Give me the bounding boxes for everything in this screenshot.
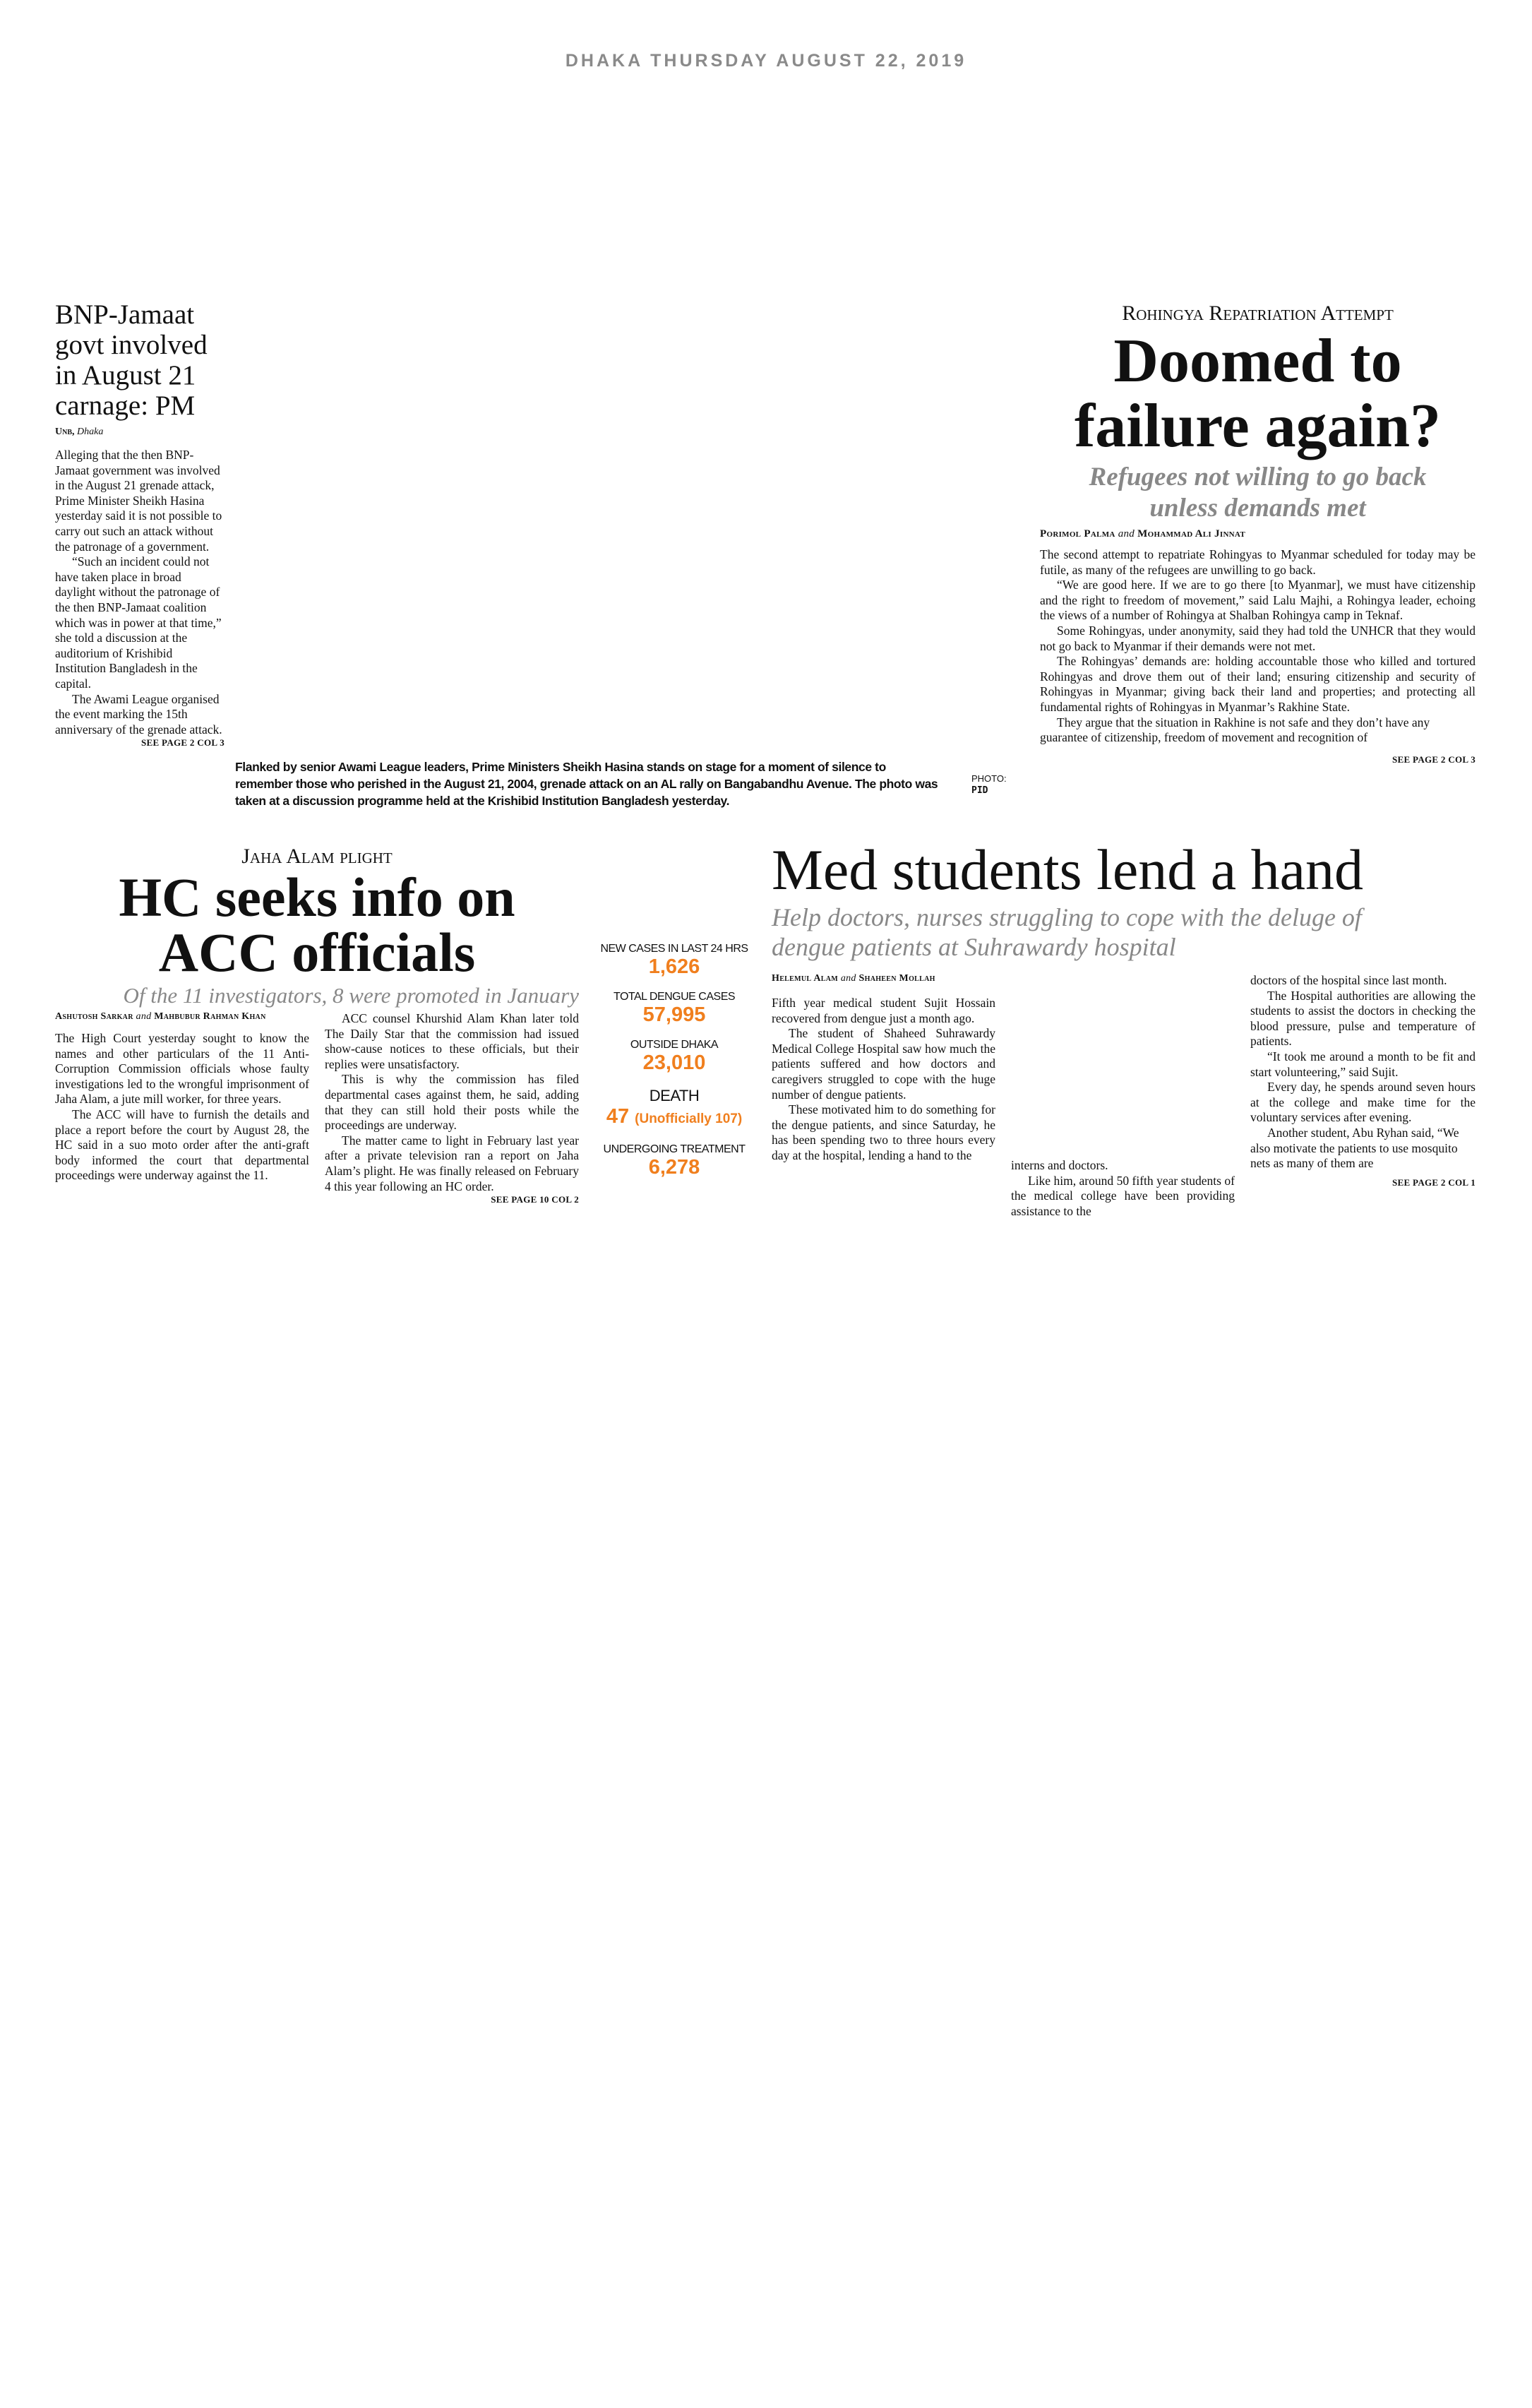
byline-author: Helemul Alam [772, 973, 838, 984]
byline-author: Ashutosh Sarkar [55, 1011, 133, 1022]
see-page-link[interactable]: SEE PAGE 2 COL 3 [1392, 753, 1476, 765]
byline-and: and [840, 973, 856, 984]
headline-line: ACC officials [158, 922, 476, 983]
see-page-link[interactable]: SEE PAGE 10 COL 2 [491, 1194, 579, 1205]
byline-author: Mohammad Ali Jinnat [1137, 528, 1245, 540]
dateline: DHAKA THURSDAY AUGUST 22, 2019 [565, 51, 967, 71]
paragraph: The High Court yesterday sought to know … [55, 1031, 309, 1107]
bnp-headline: BNP-Jamaat govt involved in August 21 ca… [55, 299, 208, 421]
rohingya-byline: Porimol Palma and Mohammad Ali Jinnat [1040, 528, 1476, 540]
stat-label: UNDERGOING TREATMENT [603, 1143, 746, 1155]
byline-and: and [136, 1011, 152, 1022]
paragraph: The second attempt to repatriate Rohingy… [1040, 547, 1476, 577]
paragraph: Some Rohingyas, under anonymity, said th… [1040, 623, 1476, 653]
stat-outside-dhaka: OUTSIDE DHAKA 23,010 [597, 1039, 752, 1074]
rohingya-headline: Doomed to failure again? [1040, 329, 1476, 459]
headline-line: Doomed to [1113, 327, 1402, 395]
paragraph: “We are good here. If we are to go there… [1040, 578, 1476, 623]
paragraph: The matter came to light in February las… [325, 1133, 579, 1193]
paragraph: The Hospital authorities are allowing th… [1250, 988, 1476, 1049]
stat-value-row: 47 (Unofficially 107) [597, 1105, 752, 1131]
stat-value: 47 [606, 1105, 630, 1128]
stat-death: DEATH 47 (Unofficially 107) [597, 1087, 752, 1131]
hc-body-2: ACC counsel Khurshid Alam Khan later tol… [325, 1011, 579, 1194]
photo-caption: Flanked by senior Awami League leaders, … [235, 760, 938, 808]
stat-total-cases: TOTAL DENGUE CASES 57,995 [597, 991, 752, 1026]
med-body-2: interns and doctors. Like him, around 50… [1011, 1158, 1235, 1219]
byline-agency: Unb, [55, 427, 75, 437]
headline-line: HC seeks info on [119, 866, 515, 928]
hc-body-1: The High Court yesterday sought to know … [55, 1031, 309, 1184]
stat-label: NEW CASES IN LAST 24 HRS [600, 943, 748, 955]
stat-label: TOTAL DENGUE CASES [613, 991, 736, 1003]
hc-kicker: Jaha Alam plight [241, 845, 393, 868]
byline-place: Dhaka [77, 427, 104, 437]
stat-value: 57,995 [642, 1003, 706, 1026]
see-page-link[interactable]: SEE PAGE 2 COL 1 [1392, 1176, 1476, 1188]
paragraph: interns and doctors. [1011, 1158, 1108, 1172]
paragraph: The Awami League organised the event mar… [55, 691, 222, 737]
paragraph: This is why the commission has filed dep… [325, 1072, 579, 1133]
photo-credit: PHOTO: PID [971, 773, 1007, 797]
hc-story: Jaha Alam plight HC seeks info on ACC of… [55, 845, 579, 1205]
bnp-byline: Unb, Dhaka [55, 427, 225, 438]
med-story: Med students lend a hand Help doctors, n… [772, 838, 1476, 1219]
paragraph: Another student, Abu Ryhan said, “We als… [1250, 1125, 1459, 1171]
see-page-link[interactable]: SEE PAGE 2 COL 3 [141, 737, 225, 749]
paragraph: These motivated him to do something for … [772, 1102, 995, 1162]
med-column-2: interns and doctors. Like him, around 50… [1011, 973, 1235, 1219]
stat-new-cases: NEW CASES IN LAST 24 HRS 1,626 [597, 943, 752, 978]
paragraph: Like him, around 50 fifth year students … [1011, 1173, 1235, 1218]
paragraph: The student of Shaheed Suhrawardy Medica… [772, 1026, 995, 1102]
paragraph: Alleging that the then BNP-Jamaat govern… [55, 448, 222, 554]
hc-headline: HC seeks info on ACC officials [55, 870, 579, 980]
hc-column-2: ACC counsel Khurshid Alam Khan later tol… [325, 1011, 579, 1205]
paragraph: Every day, he spends around seven hours … [1250, 1080, 1476, 1125]
stat-label: DEATH [649, 1087, 700, 1104]
paragraph: The Rohingyas’ demands are: holding acco… [1040, 654, 1476, 714]
med-headline: Med students lend a hand [772, 838, 1364, 902]
stat-undergoing-treatment: UNDERGOING TREATMENT 6,278 [597, 1143, 752, 1179]
headline-line: failure again? [1074, 392, 1442, 460]
bnp-story: BNP-Jamaat govt involved in August 21 ca… [55, 299, 225, 749]
med-column-3: doctors of the hospital since last month… [1250, 973, 1476, 1219]
hc-byline: Ashutosh Sarkar and Mahbubur Rahman Khan [55, 1011, 309, 1023]
paragraph: The ACC will have to furnish the details… [55, 1107, 309, 1183]
med-column-1: Helemul Alam and Shaheen Mollah Fifth ye… [772, 973, 995, 1219]
rohingya-kicker: Rohingya Repatriation Attempt [1122, 302, 1394, 325]
dengue-stats-box: NEW CASES IN LAST 24 HRS 1,626 TOTAL DEN… [597, 943, 752, 1191]
bnp-body: Alleging that the then BNP-Jamaat govern… [55, 448, 225, 737]
med-body-1: Fifth year medical student Sujit Hossain… [772, 996, 995, 1164]
stat-label: OUTSIDE DHAKA [630, 1039, 719, 1051]
stat-value: 6,278 [648, 1156, 700, 1179]
med-deck: Help doctors, nurses struggling to cope … [772, 903, 1362, 961]
stat-value: 1,626 [648, 955, 700, 978]
byline-author: Mahbubur Rahman Khan [154, 1011, 266, 1022]
photo-credit-source: PID [971, 785, 988, 796]
paragraph: They argue that the situation in Rakhine… [1040, 715, 1430, 745]
paragraph: doctors of the hospital since last month… [1250, 973, 1447, 987]
hc-deck: Of the 11 investigators, 8 were promoted… [123, 983, 579, 1008]
rohingya-body: The second attempt to repatriate Rohingy… [1040, 547, 1476, 746]
byline-author: Porimol Palma [1040, 528, 1115, 540]
paragraph: ACC counsel Khurshid Alam Khan later tol… [325, 1011, 579, 1071]
byline-author: Shaheen Mollah [858, 973, 935, 984]
stat-value: 23,010 [642, 1051, 706, 1074]
byline-and: and [1118, 528, 1135, 540]
rohingya-deck: Refugees not willing to go back unless d… [1089, 463, 1427, 523]
photo-credit-label: PHOTO: [971, 773, 1007, 784]
hc-column-1: Ashutosh Sarkar and Mahbubur Rahman Khan… [55, 1011, 309, 1205]
paragraph: “It took me around a month to be fit and… [1250, 1049, 1476, 1079]
med-byline: Helemul Alam and Shaheen Mollah [772, 973, 995, 984]
stat-note: (Unofficially 107) [635, 1111, 743, 1126]
paragraph: “Such an incident could not have taken p… [55, 554, 222, 691]
med-body-3: doctors of the hospital since last month… [1250, 973, 1476, 1172]
paragraph: Fifth year medical student Sujit Hossain… [772, 996, 995, 1025]
rohingya-story: Rohingya Repatriation Attempt Doomed to … [1040, 301, 1476, 765]
